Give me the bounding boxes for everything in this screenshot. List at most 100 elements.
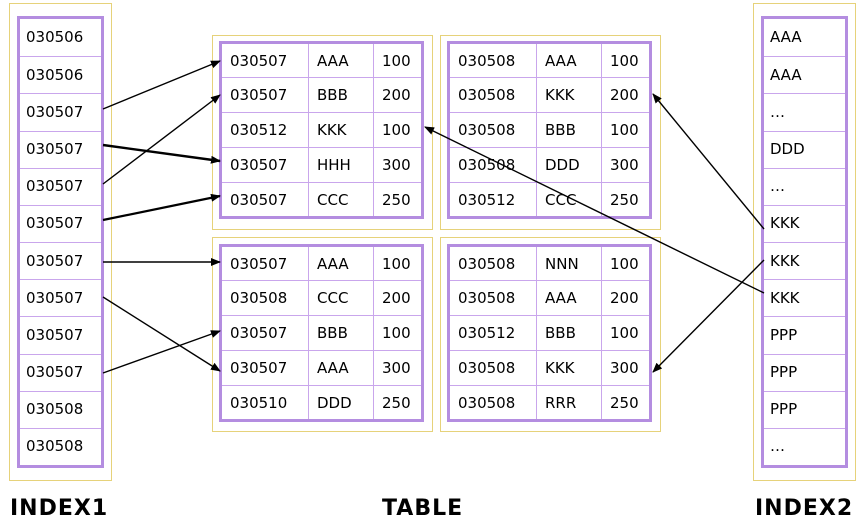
- index1-entry: 030507: [20, 93, 101, 130]
- code-cell: AAA: [308, 42, 374, 78]
- index2-entry: AAA: [764, 56, 845, 93]
- code-cell: CCC: [536, 182, 602, 218]
- code-cell: HHH: [308, 147, 374, 183]
- code-cell: KKK: [536, 350, 602, 386]
- index1-entry: 030507: [20, 167, 101, 205]
- index1-frame: [9, 3, 112, 481]
- index2-entry: PPP: [764, 353, 845, 391]
- date-cell: 030507: [220, 42, 309, 78]
- code-cell: CCC: [308, 280, 374, 316]
- index2-caption: INDEX2: [755, 496, 854, 521]
- value-cell: 300: [373, 350, 423, 386]
- code-cell: AAA: [308, 245, 374, 281]
- date-cell: 030508: [448, 350, 537, 386]
- date-cell: 030507: [220, 77, 309, 113]
- index2-entry: …: [764, 93, 845, 130]
- value-cell: 250: [373, 182, 423, 218]
- value-cell: 200: [601, 280, 651, 316]
- index2-entry: KKK: [764, 279, 845, 316]
- date-cell: 030508: [448, 385, 537, 421]
- index1-entry: 030507: [20, 316, 101, 353]
- arrow-index1-row10-to-block3-row3: [102, 330, 221, 374]
- date-cell: 030508: [448, 42, 537, 78]
- date-cell: 030507: [220, 245, 309, 281]
- arrow-index1-row5-to-block1-row2: [102, 94, 221, 185]
- value-cell: 200: [373, 77, 423, 113]
- value-cell: 300: [601, 147, 651, 183]
- date-cell: 030507: [220, 315, 309, 351]
- code-cell: NNN: [536, 245, 602, 281]
- date-cell: 030512: [448, 182, 537, 218]
- index2-entry: KKK: [764, 242, 845, 279]
- code-cell: KKK: [536, 77, 602, 113]
- date-cell: 030512: [220, 112, 309, 148]
- arrow-index1-row8-to-block3-row4: [102, 296, 221, 372]
- value-cell: 100: [373, 112, 423, 148]
- index1-entry: 030507: [20, 130, 101, 168]
- code-cell: BBB: [536, 315, 602, 351]
- index1-entry: 030508: [20, 390, 101, 428]
- index2-entry: …: [764, 167, 845, 205]
- code-cell: BBB: [308, 77, 374, 113]
- index2-entry: PPP: [764, 390, 845, 428]
- value-cell: 300: [601, 350, 651, 386]
- date-cell: 030507: [220, 147, 309, 183]
- value-cell: 100: [601, 315, 651, 351]
- code-cell: BBB: [536, 112, 602, 148]
- date-cell: 030508: [220, 280, 309, 316]
- index1-caption: INDEX1: [10, 496, 109, 521]
- index1-entry: 030506: [26, 28, 84, 47]
- date-cell: 030508: [448, 245, 537, 281]
- date-cell: 030508: [448, 280, 537, 316]
- date-cell: 030508: [448, 147, 537, 183]
- code-cell: AAA: [308, 350, 374, 386]
- code-cell: BBB: [308, 315, 374, 351]
- value-cell: 100: [373, 245, 423, 281]
- table-caption: TABLE: [382, 496, 464, 521]
- index2-entry: KKK: [764, 204, 845, 242]
- arrow-index2-row7-to-block4-row4: [652, 259, 765, 373]
- code-cell: DDD: [308, 385, 374, 421]
- value-cell: 100: [601, 42, 651, 78]
- index2-entry: …: [764, 427, 845, 465]
- value-cell: 100: [373, 42, 423, 78]
- value-cell: 300: [373, 147, 423, 183]
- arrow-index2-row6-to-block2-row2: [652, 93, 765, 230]
- index2-entry: DDD: [764, 130, 845, 168]
- arrow-index1-row4-to-block1-row4: [102, 143, 221, 164]
- value-cell: 100: [601, 112, 651, 148]
- value-cell: 200: [601, 77, 651, 113]
- code-cell: AAA: [536, 280, 602, 316]
- arrow-index1-row3-to-block1-row1: [102, 60, 221, 110]
- code-cell: AAA: [536, 42, 602, 78]
- code-cell: KKK: [308, 112, 374, 148]
- value-cell: 200: [373, 280, 423, 316]
- index1-entry: 030507: [20, 242, 101, 279]
- index1-entry: 030507: [20, 204, 101, 242]
- index2-entry: AAA: [770, 28, 802, 47]
- value-cell: 100: [373, 315, 423, 351]
- code-cell: DDD: [536, 147, 602, 183]
